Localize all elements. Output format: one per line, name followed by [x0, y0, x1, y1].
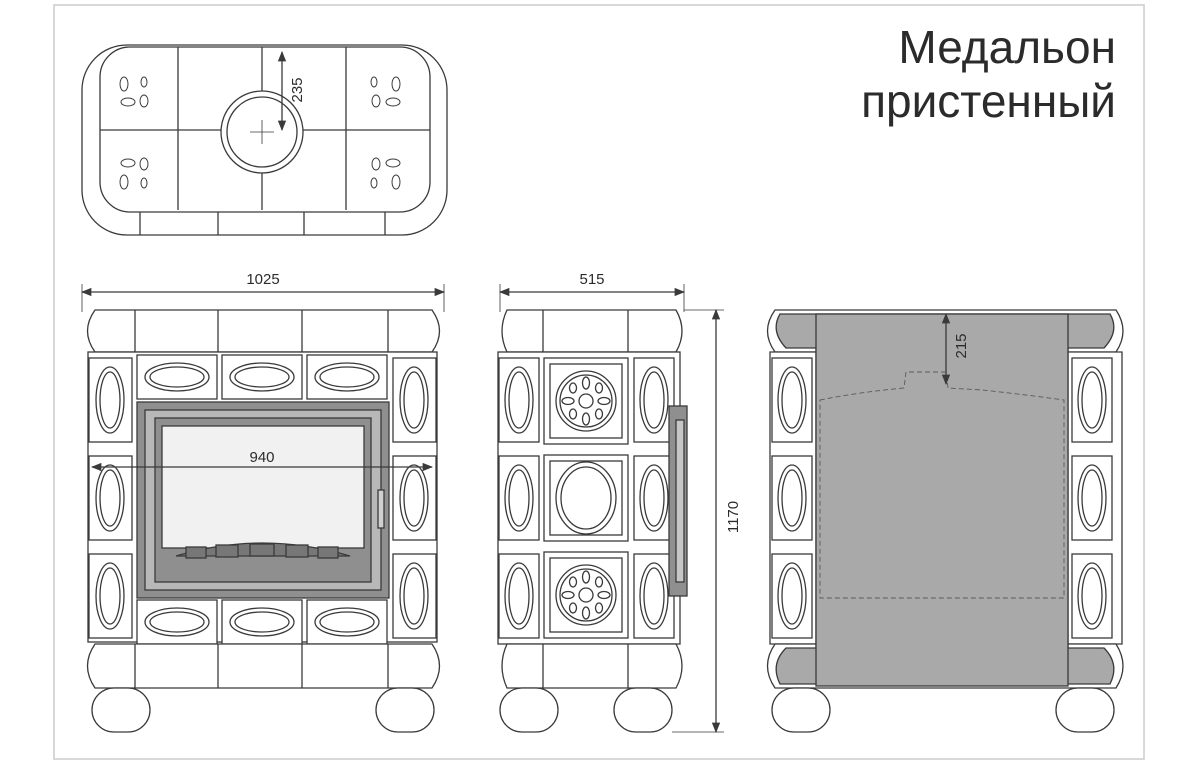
- dim-215-label: 215: [953, 333, 970, 358]
- top-view: [81, 44, 448, 236]
- tile-ornament: [119, 76, 401, 190]
- dim-1170-label: 1170: [725, 501, 742, 533]
- sheet-border: [53, 4, 1145, 760]
- side-view: [497, 284, 724, 734]
- door-glass: [161, 425, 365, 549]
- back-view: [766, 309, 1124, 733]
- front-view: [80, 284, 446, 733]
- dim-515-label: 515: [579, 271, 604, 288]
- firebox-door: [136, 401, 390, 599]
- title-line-1: Медальон: [898, 21, 1116, 73]
- product-title: Медальон пристенный: [861, 20, 1116, 128]
- dim-940-label: 940: [249, 449, 274, 466]
- title-line-2: пристенный: [861, 75, 1116, 127]
- foot-left: [91, 687, 151, 733]
- dim-1025-label: 1025: [246, 271, 279, 288]
- inner-outline: [819, 371, 1065, 599]
- dim-235-label: 235: [289, 77, 306, 102]
- foot-right: [375, 687, 435, 733]
